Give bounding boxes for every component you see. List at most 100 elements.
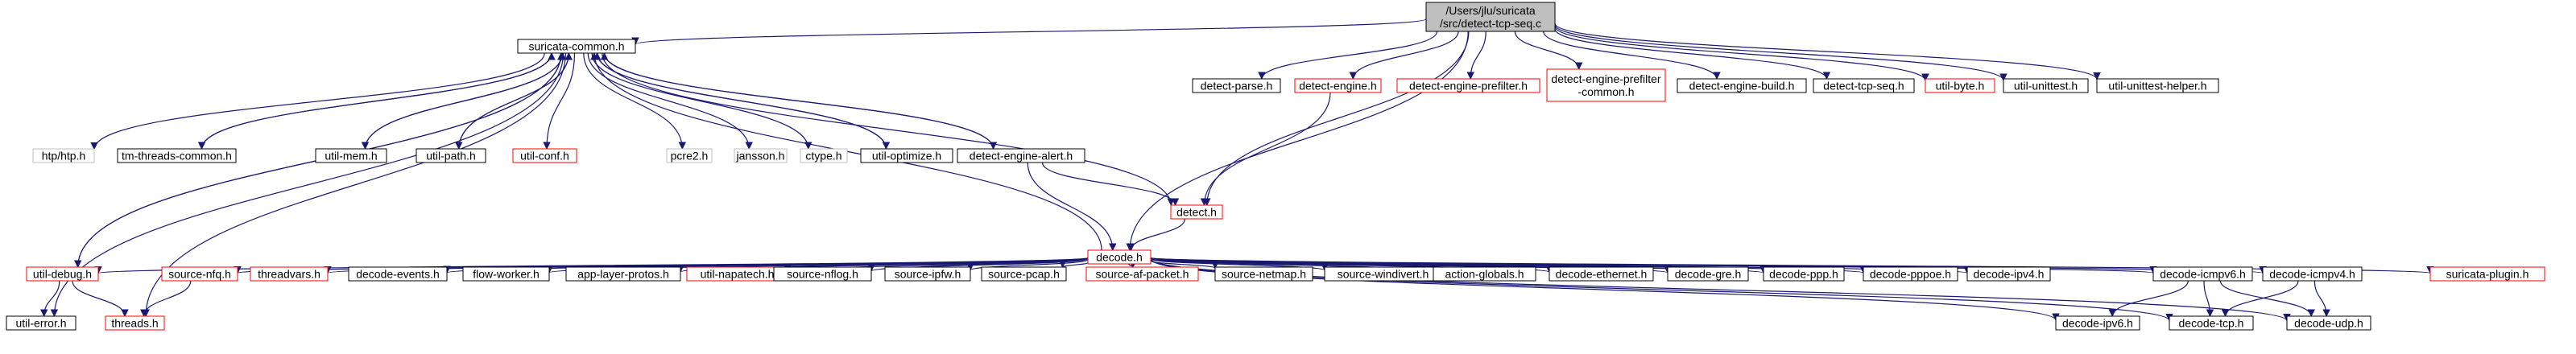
node-decode-ipv4[interactable]: decode-ipv4.h <box>1966 266 2051 282</box>
node-pcre2[interactable]: pcre2.h <box>666 148 713 163</box>
edge-suricata_common-to-pcre2 <box>583 52 687 150</box>
node-decode-pppoe[interactable]: decode-pppoe.h <box>1863 266 1958 282</box>
node-decode-events[interactable]: decode-events.h <box>348 266 448 282</box>
node-app-layer-protos[interactable]: app-layer-protos.h <box>565 266 681 282</box>
node-label: detect-engine.h <box>1299 80 1377 93</box>
edge-root-to-suricata_common <box>631 19 1427 46</box>
node-box <box>1763 266 1845 282</box>
node-decode-ppp[interactable]: decode-ppp.h <box>1763 266 1845 282</box>
node-label: util-mem.h <box>325 150 377 163</box>
node-decode-icmpv4[interactable]: decode-icmpv4.h <box>2262 266 2363 282</box>
node-box <box>1548 266 1654 282</box>
node-box <box>161 266 238 282</box>
node-label: decode-icmpv6.h <box>2160 268 2246 281</box>
node-source-af-packet[interactable]: source-af-packet.h <box>1085 266 1199 282</box>
node-source-nfq[interactable]: source-nfq.h <box>161 266 238 282</box>
node-detect[interactable]: detect.h <box>1170 204 1223 220</box>
edge-root-to-detect <box>1203 31 1470 206</box>
node-util-error[interactable]: util-error.h <box>6 315 76 331</box>
node-ctype[interactable]: ctype.h <box>800 148 848 163</box>
node-source-ipfw[interactable]: source-ipfw.h <box>884 266 971 282</box>
node-box <box>2262 266 2363 282</box>
edge-root-to-util_byte <box>1554 26 1929 82</box>
node-detect-engine-build[interactable]: detect-engine-build.h <box>1677 78 1807 93</box>
node-source-netmap[interactable]: source-netmap.h <box>1214 266 1313 282</box>
node-util-mem[interactable]: util-mem.h <box>315 148 387 163</box>
node-label: util-napatech.h <box>701 268 775 281</box>
node-label: decode-icmpv4.h <box>2269 268 2355 281</box>
node-label: decode-ipv6.h <box>2062 317 2133 330</box>
node-detect-tcp-seq[interactable]: detect-tcp-seq.h <box>1813 78 1915 93</box>
node-htp[interactable]: htp/htp.h <box>32 148 95 163</box>
node-box <box>1966 266 2051 282</box>
edge-decode_icmpv6-to-decode_ipv6 <box>2108 280 2189 317</box>
node-box <box>773 266 872 282</box>
edge-suricata_common-to-util_error <box>50 52 564 317</box>
edge-decode-to-source_nflog <box>867 258 1089 273</box>
edge-detect_engine_alert-to-detect <box>1041 162 1180 206</box>
node-util-byte[interactable]: util-byte.h <box>1925 78 1995 93</box>
node-decode-tcp[interactable]: decode-tcp.h <box>2169 315 2254 331</box>
node-detect-engine[interactable]: detect-engine.h <box>1294 78 1382 93</box>
node-label: detect.h <box>1176 206 1217 219</box>
node-box <box>981 266 1067 282</box>
node-label: suricata-plugin.h <box>2446 268 2529 281</box>
edge-decode_icmpv6-to-decode_udp <box>2219 280 2315 317</box>
node-box <box>565 266 681 282</box>
node-box <box>734 148 788 163</box>
node-decode[interactable]: decode.h <box>1087 249 1152 265</box>
edge-root-to-decode <box>1126 31 1469 251</box>
node-decode-ethernet[interactable]: decode-ethernet.h <box>1548 266 1654 282</box>
node-label: source-windivert.h <box>1338 268 1429 281</box>
edge-root-to-detect_parse <box>1258 31 1438 80</box>
edge-root-to-util_unittest_helper <box>1554 23 2101 80</box>
node-threadvars[interactable]: threadvars.h <box>250 266 329 282</box>
node-source-nflog[interactable]: source-nflog.h <box>773 266 872 282</box>
node-util-path[interactable]: util-path.h <box>416 148 486 163</box>
edge-suricata_common-to-util_conf <box>543 52 576 150</box>
node-box <box>462 266 550 282</box>
node-util-unittest-helper[interactable]: util-unittest-helper.h <box>2096 78 2219 93</box>
node-root: /Users/jlu/suricata/src/detect-tcp-seq.c <box>1425 2 1556 32</box>
node-util-debug[interactable]: util-debug.h <box>26 266 99 282</box>
node-decode-udp[interactable]: decode-udp.h <box>2286 315 2371 331</box>
node-flow-worker[interactable]: flow-worker.h <box>462 266 550 282</box>
node-box <box>800 148 848 163</box>
node-source-pcap[interactable]: source-pcap.h <box>981 266 1067 282</box>
node-util-conf[interactable]: util-conf.h <box>512 148 577 163</box>
node-box <box>1677 78 1807 93</box>
node-tm-threads-common[interactable]: tm-threads-common.h <box>117 148 237 163</box>
node-util-napatech[interactable]: util-napatech.h <box>686 266 788 282</box>
node-suricata-common[interactable]: suricata-common.h <box>517 39 636 54</box>
node-box <box>1813 78 1915 93</box>
node-box <box>1925 78 1995 93</box>
node-label: util-unittest-helper.h <box>2108 80 2206 93</box>
node-detect-engine-alert[interactable]: detect-engine-alert.h <box>957 148 1085 163</box>
node-util-unittest[interactable]: util-unittest.h <box>2003 78 2089 93</box>
edge-root-to-detect_engine <box>1349 31 1459 80</box>
node-label: source-nflog.h <box>787 268 858 281</box>
node-decode-icmpv6[interactable]: decode-icmpv6.h <box>2152 266 2253 282</box>
node-box <box>2429 266 2545 282</box>
node-decode-gre[interactable]: decode-gre.h <box>1667 266 1749 282</box>
node-label: /src/detect-tcp-seq.c <box>1440 17 1541 30</box>
node-box <box>1192 78 1281 93</box>
node-action-globals[interactable]: action-globals.h <box>1433 266 1536 282</box>
node-threads[interactable]: threads.h <box>105 315 165 331</box>
edge-detect_engine-to-detect <box>1200 92 1331 206</box>
node-detect-engine-prefilter[interactable]: detect-engine-prefilter.h <box>1396 78 1540 93</box>
node-box <box>860 148 953 163</box>
node-util-optimize[interactable]: util-optimize.h <box>860 148 953 163</box>
node-decode-ipv6[interactable]: decode-ipv6.h <box>2055 315 2140 331</box>
node-jansson[interactable]: jansson.h <box>734 148 788 163</box>
node-label: suricata-common.h <box>528 40 624 53</box>
node-detect-engine-prefilter-common[interactable]: detect-engine-prefilter-common.h <box>1546 68 1666 102</box>
node-detect-parse[interactable]: detect-parse.h <box>1192 78 1281 93</box>
node-source-windivert[interactable]: source-windivert.h <box>1324 266 1442 282</box>
node-label: decode-udp.h <box>2294 317 2363 330</box>
node-box <box>1863 266 1958 282</box>
node-suricata-plugin[interactable]: suricata-plugin.h <box>2429 266 2545 282</box>
edge-decode-to-decode_ipv6 <box>1150 258 2060 321</box>
node-box <box>666 148 713 163</box>
edge-source_nfq-to-threads <box>139 280 192 317</box>
